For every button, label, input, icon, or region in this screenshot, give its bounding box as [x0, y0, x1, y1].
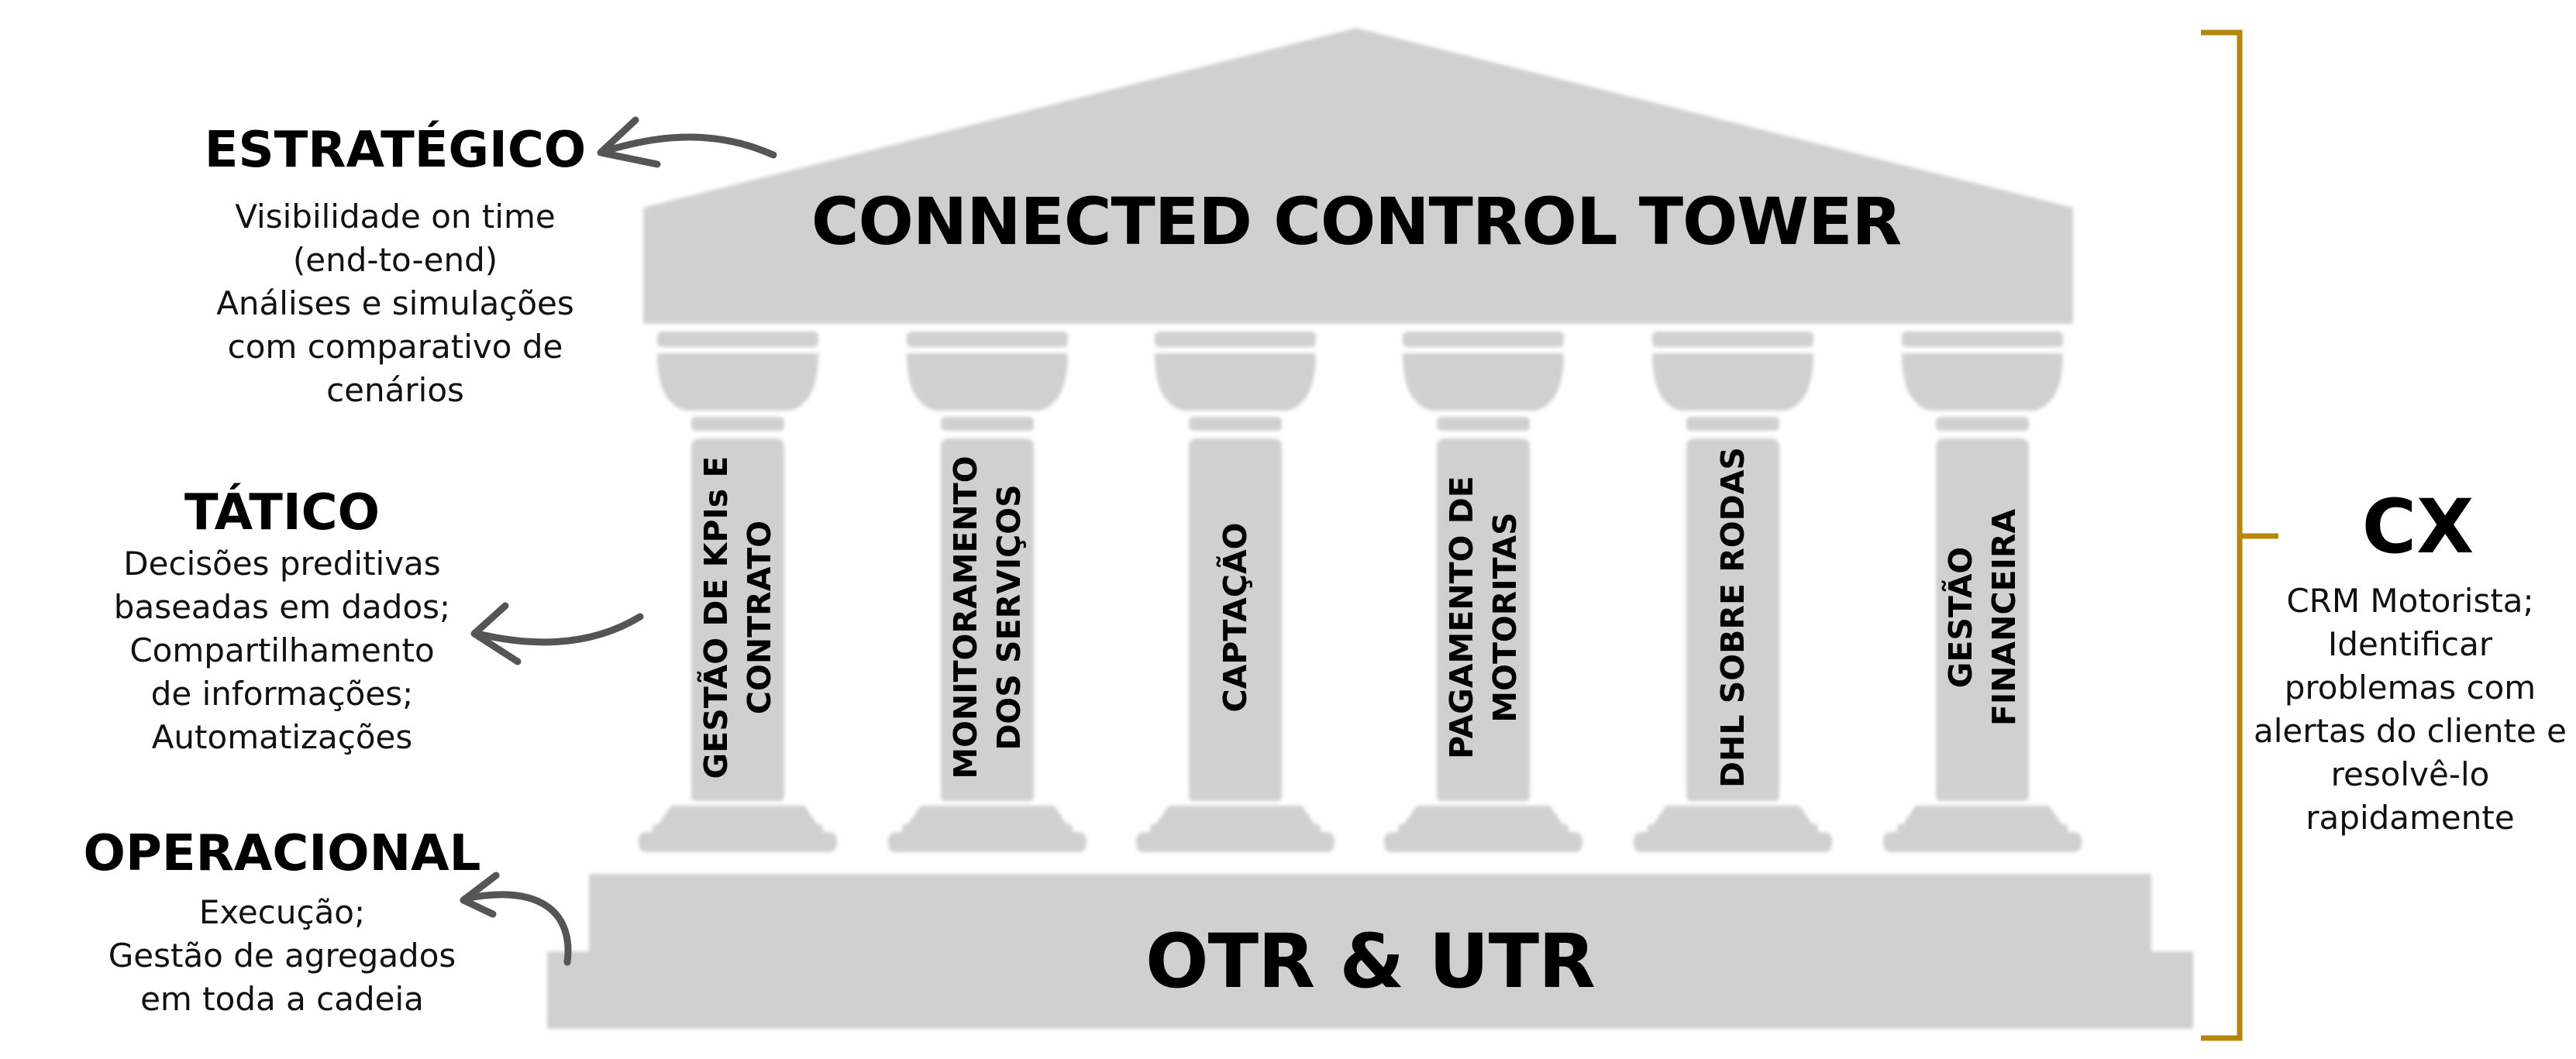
pillar-label-gestao-financeira: GESTÃO FINANCEIRA [1942, 508, 2023, 727]
cx-bracket [2201, 29, 2278, 1041]
temple-body [547, 28, 2193, 1029]
roof-title: CONNECTED CONTROL TOWER [811, 184, 1902, 260]
cx-heading: CX [2361, 483, 2474, 570]
roof-pediment [643, 28, 2073, 324]
base-title: OTR & UTR [1145, 918, 1596, 1005]
pillar-label-monitoramento: MONITORAMENTO DOS SERVIÇOS [947, 456, 1028, 779]
pillar-label-pagamento: PAGAMENTO DE MOTORITAS [1443, 476, 1524, 759]
pillar-label-dhl-sobre-rodas: DHL SOBRE RODAS [1714, 447, 1751, 788]
tactical-heading: TÁTICO [184, 484, 381, 542]
strategic-heading: ESTRATÉGICO [204, 122, 587, 179]
operational-heading: OPERACIONAL [83, 825, 481, 882]
pillar-label-captacao: CAPTAÇÃO [1217, 522, 1254, 713]
tactical-description: Decisões preditivas baseadas em dados; C… [113, 545, 451, 756]
cx-description: CRM Motorista; Identificar problemas com… [2253, 582, 2567, 837]
base-platform [547, 874, 2193, 1029]
pillar-label-kpis-contrato: GESTÃO DE KPIs E CONTRATO [697, 456, 778, 779]
strategic-arrow-icon [597, 116, 777, 168]
operational-description: Execução; Gestão de agregados em toda a … [108, 893, 456, 1018]
tactical-arrow-icon [470, 602, 644, 665]
operational-arrow-icon [460, 872, 572, 966]
strategic-description: Visibilidade on time (end-to-end) Anális… [216, 198, 574, 409]
